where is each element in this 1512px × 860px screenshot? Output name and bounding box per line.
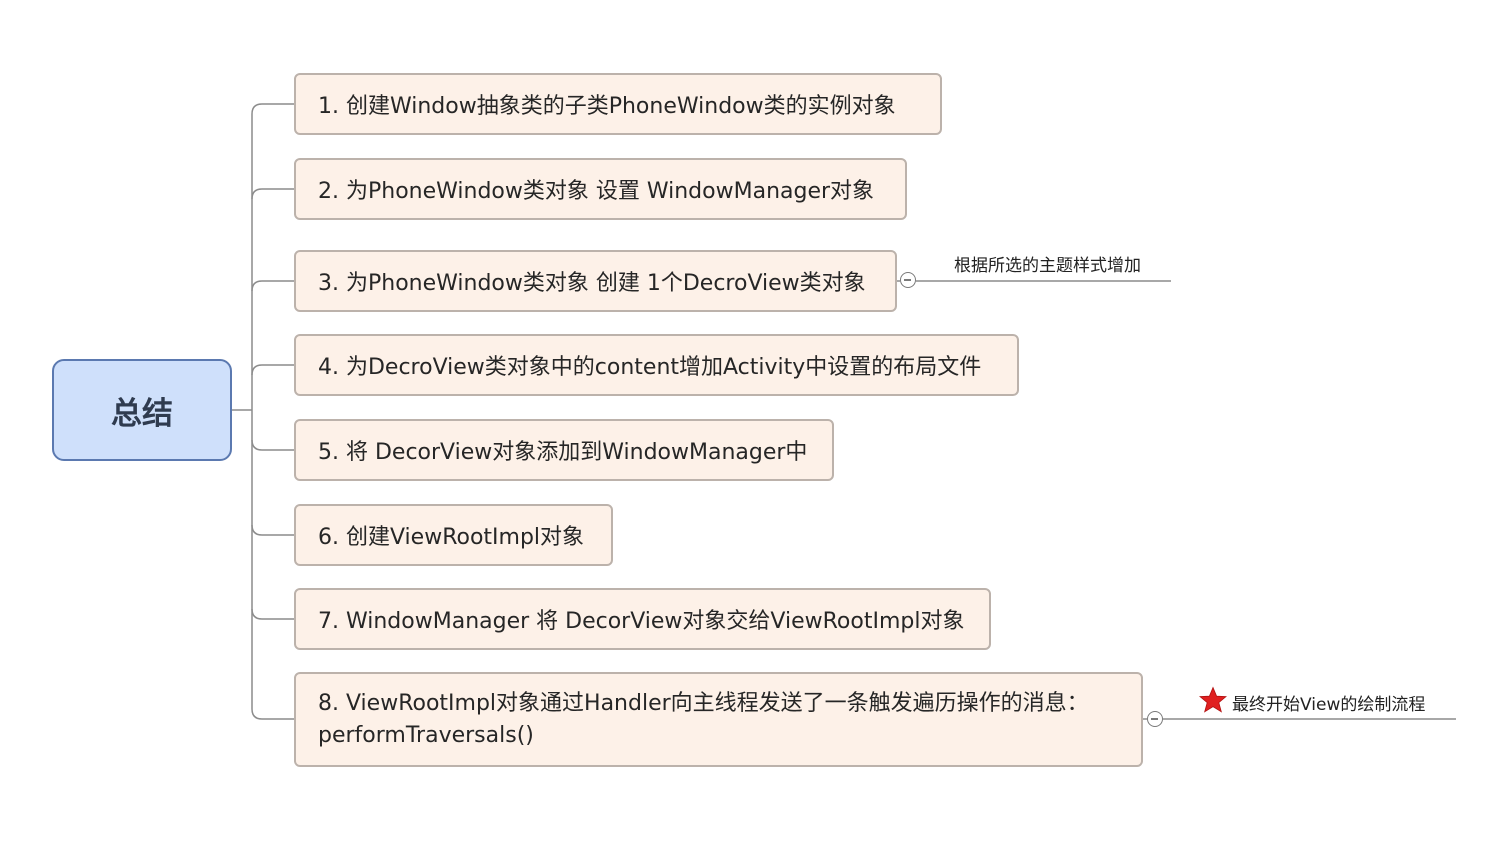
branch-topic-1[interactable]: 1. 创建Window抽象类的子类PhoneWindow类的实例对象 xyxy=(294,73,942,135)
branch-topic-3-label: 3. 为PhoneWindow类对象 创建 1个DecroView类对象 xyxy=(318,271,866,296)
branch-topic-5[interactable]: 5. 将 DecorView对象添加到WindowManager中 xyxy=(294,419,834,481)
branch-topic-4-label: 4. 为DecroView类对象中的content增加Activity中设置的布… xyxy=(318,355,982,380)
branch-topic-8-label-line1: 8. ViewRootImpl对象通过Handler向主线程发送了一条触发遍历操… xyxy=(318,690,1089,716)
branch-topic-4[interactable]: 4. 为DecroView类对象中的content增加Activity中设置的布… xyxy=(294,334,1019,396)
subtopic-note-draw-flow[interactable]: 最终开始View的绘制流程 xyxy=(1232,690,1425,715)
collapse-minus-icon[interactable] xyxy=(900,272,916,288)
subtopic-note-theme-label: 根据所选的主题样式增加 xyxy=(954,256,1141,276)
subtopic-note-theme[interactable]: 根据所选的主题样式增加 xyxy=(954,251,1141,276)
branch-topic-2-label: 2. 为PhoneWindow类对象 设置 WindowManager对象 xyxy=(318,179,875,204)
branch-topic-8[interactable]: 8. ViewRootImpl对象通过Handler向主线程发送了一条触发遍历操… xyxy=(294,672,1143,767)
branch-topic-8-label-line2: performTraversals() xyxy=(318,722,534,748)
branch-topic-7-label: 7. WindowManager 将 DecorView对象交给ViewRoot… xyxy=(318,609,965,634)
branch-topic-6[interactable]: 6. 创建ViewRootImpl对象 xyxy=(294,504,613,566)
branch-topic-7[interactable]: 7. WindowManager 将 DecorView对象交给ViewRoot… xyxy=(294,588,991,650)
subtopic-note-draw-flow-label: 最终开始View的绘制流程 xyxy=(1232,695,1426,715)
branch-topic-6-label: 6. 创建ViewRootImpl对象 xyxy=(318,525,585,550)
branch-topic-3[interactable]: 3. 为PhoneWindow类对象 创建 1个DecroView类对象 xyxy=(294,250,897,312)
branch-topic-1-label: 1. 创建Window抽象类的子类PhoneWindow类的实例对象 xyxy=(318,94,896,119)
collapse-minus-icon[interactable] xyxy=(1147,711,1163,727)
star-icon xyxy=(1199,686,1227,713)
root-topic[interactable]: 总结 xyxy=(52,359,232,461)
branch-topic-2[interactable]: 2. 为PhoneWindow类对象 设置 WindowManager对象 xyxy=(294,158,907,220)
branch-topic-5-label: 5. 将 DecorView对象添加到WindowManager中 xyxy=(318,440,808,465)
root-topic-label: 总结 xyxy=(111,395,173,432)
